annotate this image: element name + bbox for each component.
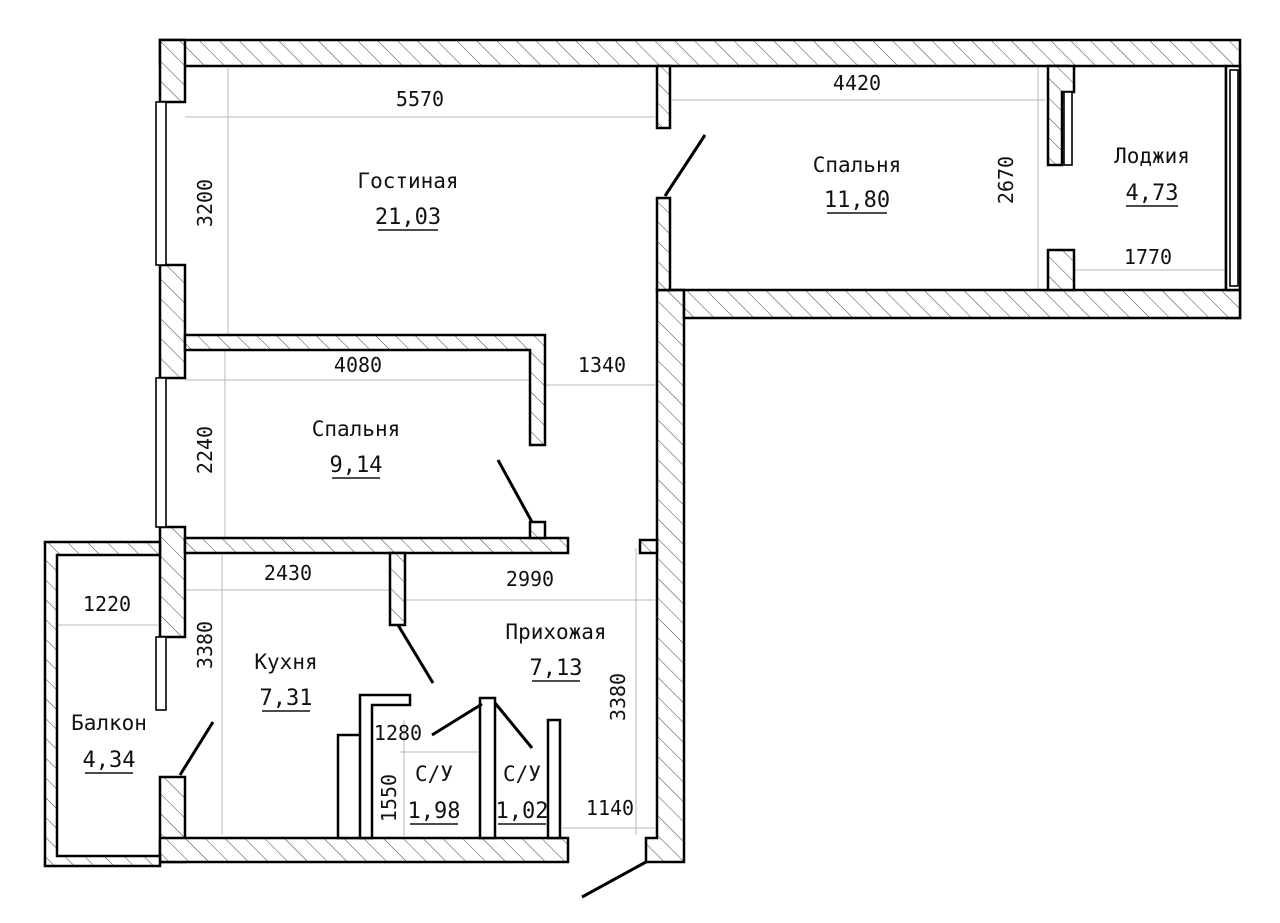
room-name-bedroom-2: Спальня	[312, 417, 401, 441]
room-area-living: 21,03	[375, 205, 441, 230]
door-wc1	[431, 702, 483, 737]
room-name-kitchen: Кухня	[254, 650, 317, 674]
room-name-hall: Прихожая	[505, 620, 606, 644]
dim-label: 2430	[264, 561, 312, 585]
room-area-bedroom-2: 9,14	[330, 453, 383, 478]
room-area-wc-1: 1,98	[408, 799, 461, 824]
wc-wall-right	[546, 718, 562, 840]
door-balcony	[178, 721, 215, 776]
partition-living-right-low	[655, 196, 672, 292]
room-area-hall: 7,13	[530, 656, 583, 681]
wall-left-mid	[158, 525, 187, 639]
dim-label: 1280	[374, 721, 422, 745]
room-area-balcony: 4,34	[83, 748, 136, 773]
wall-top	[158, 38, 1242, 320]
room-name-wc-2: С/У	[503, 762, 541, 786]
door-entrance	[581, 860, 647, 899]
dim-label: 4080	[334, 353, 382, 377]
dim-label: 1220	[83, 592, 131, 616]
wc-wall-center	[478, 696, 497, 840]
wall-right-hall	[644, 288, 686, 864]
room-name-balcony: Балкон	[71, 711, 147, 735]
room-name-loggia: Лоджия	[1114, 144, 1190, 168]
wc-wall-mid	[358, 693, 412, 840]
window-bedroom	[155, 377, 167, 528]
dim-label: 2240	[193, 426, 217, 474]
interior-walls	[183, 64, 1242, 840]
dim-label: 2670	[994, 156, 1018, 204]
partition-bedroom-loggia	[1046, 64, 1076, 167]
wall-left-upper	[158, 38, 187, 104]
dim-label: 2990	[506, 567, 554, 591]
partition-loggia-low	[1046, 248, 1076, 292]
window-living	[155, 101, 167, 266]
window-bedroom-loggia	[1063, 91, 1073, 166]
partition-kitchen-hall	[388, 551, 407, 627]
partition-living-bedroom	[183, 333, 547, 447]
dim-label: 1340	[578, 353, 626, 377]
room-labels: Гостиная 21,03 Спальня 11,80 Лоджия 4,73…	[71, 144, 1190, 825]
room-area-bedroom-1: 11,80	[824, 188, 890, 213]
dimension-guides	[55, 68, 1225, 836]
door-living	[663, 134, 707, 197]
windows	[155, 69, 1239, 711]
window-loggia	[1229, 69, 1239, 287]
dimension-labels: 5570 4420 3200 2670 1770 4080 1340 2240 …	[83, 71, 1172, 822]
partition-bedroom2-door	[528, 520, 547, 540]
room-name-living: Гостиная	[357, 169, 458, 193]
dim-label: 3380	[606, 673, 630, 721]
dim-label: 5570	[396, 87, 444, 111]
dim-label: 1550	[377, 774, 401, 822]
wall-balcony	[43, 540, 162, 868]
dim-label: 1140	[586, 796, 634, 820]
room-name-bedroom-1: Спальня	[813, 153, 902, 177]
doors	[178, 134, 707, 899]
partition-hall-notch	[638, 538, 659, 555]
dim-label: 1770	[1124, 245, 1172, 269]
wc-wall-left	[336, 733, 364, 840]
wall-bottom	[158, 836, 570, 864]
dim-label: 3380	[193, 621, 217, 669]
room-area-wc-2: 1,02	[496, 799, 549, 824]
dim-label: 4420	[833, 71, 881, 95]
room-area-loggia: 4,73	[1126, 181, 1179, 206]
wall-left-pier	[158, 263, 187, 380]
window-kitchen	[155, 636, 167, 711]
room-area-kitchen: 7,31	[260, 686, 313, 711]
partition-bedroom-kitchen	[183, 536, 570, 555]
wall-loggia-bottom	[657, 288, 1242, 320]
dim-label: 3200	[193, 179, 217, 227]
door-wc2	[493, 702, 534, 749]
partition-living-right	[655, 64, 672, 130]
door-bedroom	[496, 459, 534, 523]
room-name-wc-1: С/У	[415, 762, 453, 786]
door-kitchen	[396, 624, 435, 684]
